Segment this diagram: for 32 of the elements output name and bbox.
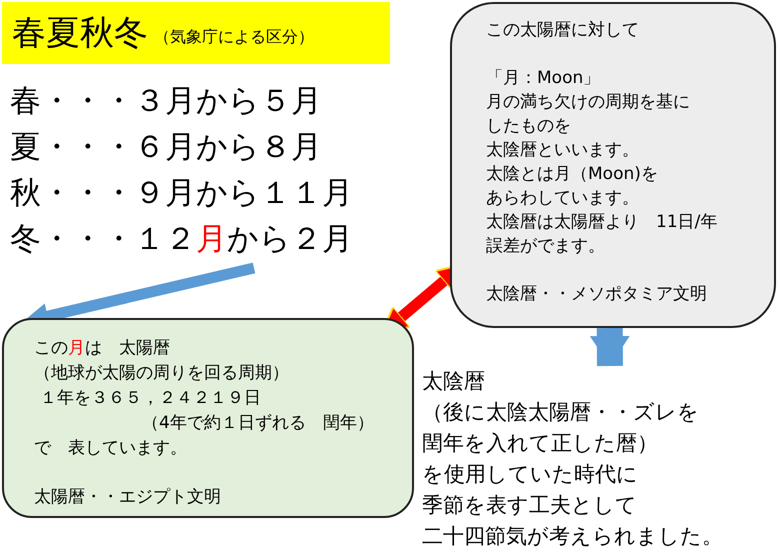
text-line: 閏年を入れて正した暦） xyxy=(422,430,659,457)
text-line: 太陰とは月（Moon)を xyxy=(486,163,659,186)
text-line: この太陽暦に対して xyxy=(486,19,640,42)
text-line: したものを xyxy=(486,115,572,138)
text-line: （後に太陰太陽暦・・ズレを xyxy=(422,399,700,426)
text-line: 秋・・・９月から１１月 xyxy=(10,174,354,213)
text-line: 太陰暦は太陽暦より 11日/年 xyxy=(486,211,718,234)
text-line: この月は 太陽暦 xyxy=(34,337,171,360)
text-line: 二十四節気が考えられました。 xyxy=(422,523,724,550)
text-line: 太陽暦・・エジプト文明 xyxy=(34,486,222,509)
text-line: 夏・・・６月から８月 xyxy=(10,128,323,167)
text-line: 太陰暦・・メソポタミア文明 xyxy=(486,283,708,306)
text-line: あらわしています。 xyxy=(486,187,640,210)
text-line: を使用していた時代に xyxy=(422,461,639,488)
text-line: １年を３６５，２４２１９日 xyxy=(39,387,262,410)
block-arrow xyxy=(590,328,630,366)
text-line: 「月：Moon」 xyxy=(486,67,602,90)
rounded-box xyxy=(2,318,414,518)
rounded-box xyxy=(450,2,776,328)
title-box xyxy=(2,2,390,64)
subtitle-text: （気象庁による区分） xyxy=(154,26,314,48)
title-text: 春夏秋冬 xyxy=(12,12,148,55)
text-line: （地球が太陽の周りを回る周期） xyxy=(34,362,290,385)
text-line: 春・・・３月から５月 xyxy=(10,82,323,121)
text-line: 太陰暦 xyxy=(422,368,486,395)
text-line: 月の満ち欠けの周期を基に xyxy=(486,91,691,114)
text-line: 太陰暦といいます。 xyxy=(486,139,640,162)
text-line: 季節を表す工夫として xyxy=(422,492,638,519)
text-line: 誤差がでます。 xyxy=(486,235,606,258)
text-line: で 表しています。 xyxy=(34,437,188,460)
text-line: （4年で約１日ずれる 閏年） xyxy=(141,412,375,435)
text-line: 冬・・・１２月から２月 xyxy=(10,220,354,259)
